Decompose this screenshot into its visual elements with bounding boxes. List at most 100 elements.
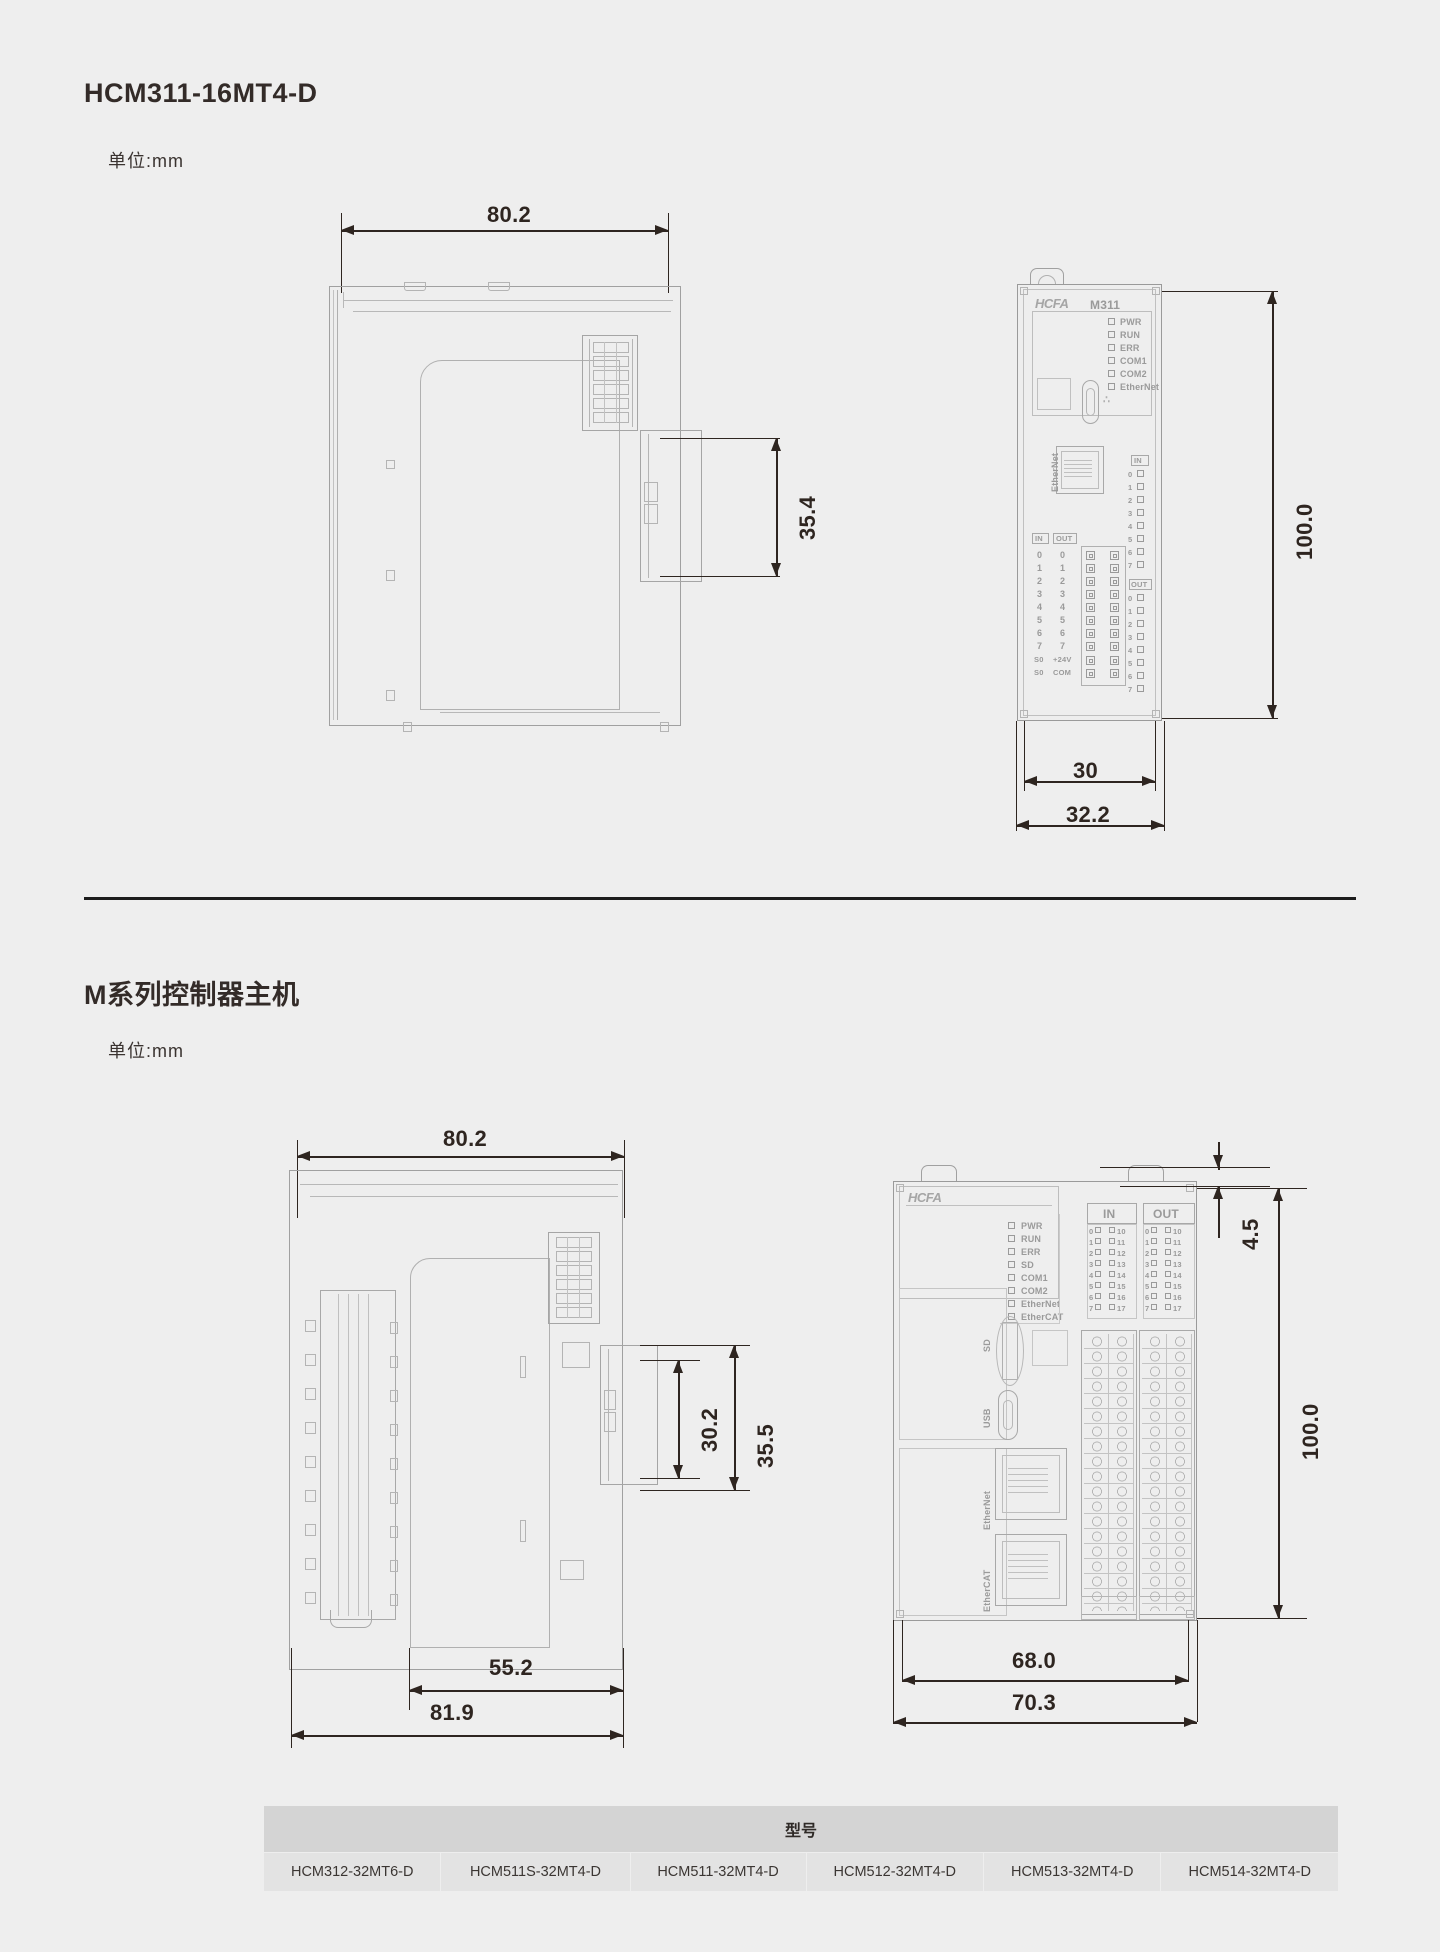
screw-terminal [1086,669,1095,678]
dim-30-2-section2: 30.2 [697,1407,722,1452]
led-indicator-sd [1008,1261,1015,1268]
out-led-10 [1165,1227,1171,1233]
led-label-com2: COM2 [1021,1286,1048,1296]
in-led-3 [1095,1260,1101,1266]
cad-line [1064,464,1092,465]
led-panel [899,1186,1059,1299]
in-ch-14: 14 [1117,1271,1126,1280]
status-out-led-3 [1137,633,1144,640]
out-led-14 [1165,1271,1171,1277]
arrow-up-icon [1273,1188,1283,1201]
usb-port [998,1390,1018,1440]
mount-ear [896,1610,904,1618]
in-ch-5: 5 [1089,1282,1094,1291]
led-label-com2: COM2 [1120,369,1147,379]
clip-tab [488,282,510,291]
in-ch-17: 17 [1117,1304,1126,1313]
cad-line [567,1237,568,1318]
connector-block [548,1232,600,1324]
inner-panel [420,360,620,710]
terminal-header-in-box [1032,533,1049,544]
ext-line [640,1478,700,1480]
section1-title: HCM311-16MT4-D [84,78,318,108]
in-led-7 [1095,1304,1101,1310]
model-cell-4: HCM512-32MT4-D [805,1852,985,1892]
ext-line [1024,721,1026,791]
status-in-led-4 [1137,522,1144,529]
block-out-channels [1143,1224,1195,1319]
terminal-in-3: 3 [1037,589,1043,599]
screw-terminal [1110,564,1119,573]
status-in-label-3: 3 [1128,509,1133,518]
status-in-header-box [1131,455,1149,466]
led-indicator-run [1008,1235,1015,1242]
connector-pin [593,356,629,367]
led-indicator-ethernet [1008,1300,1015,1307]
out-ch-14: 14 [1173,1271,1182,1280]
connector-pin [593,412,629,423]
in-led-10 [1109,1227,1115,1233]
arrow-up-icon [1213,1186,1223,1199]
dim-line [893,1722,1197,1724]
ext-line [291,1648,293,1748]
terminal-slot [390,1594,398,1606]
mount-hole [386,570,395,581]
out-led-0 [1151,1227,1157,1233]
terminal-pin [305,1558,316,1570]
brand-logo: HCFA [1035,296,1069,311]
status-out-label-6: 6 [1128,672,1133,681]
cad-line [608,1349,609,1481]
section1-unit-label: 单位:mm [108,151,184,171]
cad-line [579,1237,580,1318]
port-panel-lower [899,1448,1007,1616]
port-label-ethernet: EtherNet [982,1490,992,1530]
cad-line [348,1294,349,1616]
out-led-5 [1151,1282,1157,1288]
arrow-down-icon [1267,705,1277,718]
status-out-header: OUT [1131,580,1148,589]
in-ch-0: 0 [1089,1227,1094,1236]
terminal-in-2: 2 [1037,576,1043,586]
out-led-1 [1151,1238,1157,1244]
depth-profile [640,430,702,582]
screw-head-pattern-out [1142,1334,1192,1611]
detail-slot [520,1356,526,1378]
ext-line [893,1620,895,1722]
arrow-left-icon [409,1685,422,1695]
foot [660,722,669,732]
ext-line [902,1620,904,1682]
ext-line [640,1360,700,1362]
ext-line [1162,291,1278,293]
status-out-label-2: 2 [1128,620,1133,629]
screw-terminal-strip [1081,546,1126,686]
screw-terminal [1086,616,1095,625]
arrow-right-icon [655,225,668,235]
model-label: M311 [1090,298,1121,312]
cad-line [604,342,605,423]
usb-port-inner [1086,388,1095,416]
status-in-label-2: 2 [1128,496,1133,505]
status-in-led-7 [1137,561,1144,568]
led-label-ethernet: EtherNet [1120,382,1160,392]
terminal-out-3: 3 [1060,589,1066,599]
ethernet-jack [1056,446,1104,494]
status-out-label-5: 5 [1128,659,1133,668]
screw-terminal [1110,577,1119,586]
arrow-up-icon [771,438,781,451]
cad-line [343,300,673,301]
terminal-slot [390,1390,398,1402]
out-ch-17: 17 [1173,1304,1182,1313]
ext-line [1016,721,1018,831]
out-led-4 [1151,1271,1157,1277]
connector-pin [556,1251,592,1262]
ext-line [640,1490,750,1492]
in-ch-2: 2 [1089,1249,1094,1258]
inner-panel [410,1258,550,1648]
terminal-pin [305,1354,316,1366]
ext-line [1162,718,1278,720]
dim-100-0-section1: 100.0 [1292,503,1317,560]
dim-100-0-section2: 100.0 [1298,1403,1323,1460]
terminal-pin [305,1592,316,1604]
screw-terminal [1086,642,1095,651]
in-led-4 [1095,1271,1101,1277]
